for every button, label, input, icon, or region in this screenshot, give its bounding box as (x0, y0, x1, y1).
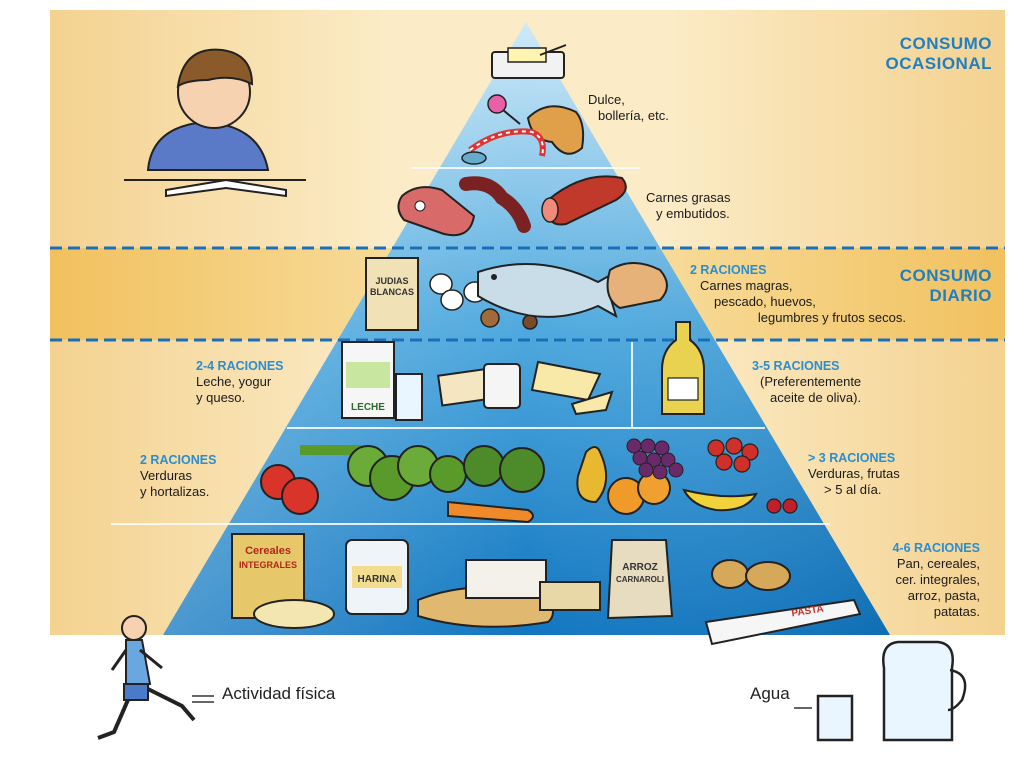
proteins-label: 2 RACIONES Carnes magras, pescado, huevo… (660, 262, 906, 326)
cereal-box-line2: INTEGRALES (239, 560, 297, 570)
daily-header-line1: CONSUMO (899, 266, 992, 285)
vegetables-line1: Verduras (140, 468, 193, 483)
cereals-line4: patatas. (933, 604, 980, 619)
cereals-illustration: Cereales INTEGRALES HARINA ARROZ CARNARO… (231, 533, 862, 646)
flour-jar-label: HARINA (358, 574, 397, 585)
occasional-header-line1: CONSUMO (899, 34, 992, 53)
fruits-label: > 3 RACIONES Verduras, frutas > 5 al día… (808, 450, 900, 498)
sweets-line2: bollería, etc. (598, 108, 669, 123)
cereals-label: 4-6 RACIONES Pan, cereales, cer. integra… (850, 540, 980, 620)
oil-label: 3-5 RACIONES (Preferentemente aceite de … (752, 358, 861, 406)
fatty-meats-illustration (397, 175, 627, 237)
dairy-line2: y queso. (196, 390, 246, 405)
occasional-consumption-header: CONSUMO OCASIONAL (840, 34, 992, 74)
fruits-line1: Verduras, frutas (808, 466, 900, 481)
proteins-illustration: JUDIAS BLANCAS (365, 257, 668, 331)
cereals-line2: cer. integrales, (895, 572, 980, 587)
oil-line1: (Preferentemente (760, 374, 862, 389)
pasta-package-label: PASTA (791, 604, 825, 620)
occasional-header-line2: OCASIONAL (885, 54, 992, 73)
dairy-portions: 2-4 RACIONES (196, 359, 284, 373)
beans-package-line2: BLANCAS (370, 287, 414, 297)
milk-carton-label: LECHE (351, 402, 385, 413)
fatty-meats-label: Carnes grasas y embutidos. (646, 190, 731, 222)
sweets-line1: Dulce, (588, 92, 625, 107)
daily-header-line2: DIARIO (929, 286, 992, 305)
fatty-meats-line2: y embutidos. (656, 206, 730, 221)
sweets-illustration (461, 44, 585, 165)
beans-package-line1: JUDIAS (375, 276, 408, 286)
water-label: Agua (750, 684, 790, 703)
fruits-illustration (576, 437, 798, 515)
sweets-label: Dulce, bollería, etc. (588, 92, 669, 124)
vegetables-illustration (260, 445, 545, 524)
fruits-portions: > 3 RACIONES (808, 451, 896, 465)
physical-activity-label: Actividad física (222, 684, 336, 703)
water-illustration (816, 640, 967, 742)
fruits-line2: > 5 al día. (824, 482, 882, 497)
vegetables-portions: 2 RACIONES (140, 453, 217, 467)
vegetables-label: 2 RACIONES Verduras y hortalizas. (140, 452, 216, 500)
proteins-portions: 2 RACIONES (690, 263, 767, 277)
daily-consumption-header: CONSUMO DIARIO (840, 266, 992, 306)
oil-line2: aceite de oliva). (770, 390, 862, 405)
proteins-line1: Carnes magras, (700, 278, 793, 293)
cereal-box-line1: Cereales (245, 545, 291, 557)
cereals-line1: Pan, cereales, (896, 556, 980, 571)
cereals-portions: 4-6 RACIONES (892, 541, 980, 555)
proteins-line3: legumbres y frutos secos. (757, 310, 906, 325)
proteins-line2: pescado, huevos, (714, 294, 816, 309)
fatty-meats-line1: Carnes grasas (646, 190, 731, 205)
rice-bag-line1: ARROZ (622, 562, 658, 573)
boy-reading-illustration (124, 48, 306, 198)
rice-bag-line2: CARNAROLI (616, 575, 664, 584)
dairy-line1: Leche, yogur (196, 374, 272, 389)
oil-portions: 3-5 RACIONES (752, 359, 840, 373)
runner-illustration (97, 615, 196, 740)
dairy-illustration: LECHE (341, 341, 614, 421)
cereals-line3: arroz, pasta, (907, 588, 980, 603)
vegetables-line2: y hortalizas. (140, 484, 210, 499)
olive-oil-illustration (661, 321, 705, 415)
dairy-label: 2-4 RACIONES Leche, yogur y queso. (196, 358, 284, 406)
